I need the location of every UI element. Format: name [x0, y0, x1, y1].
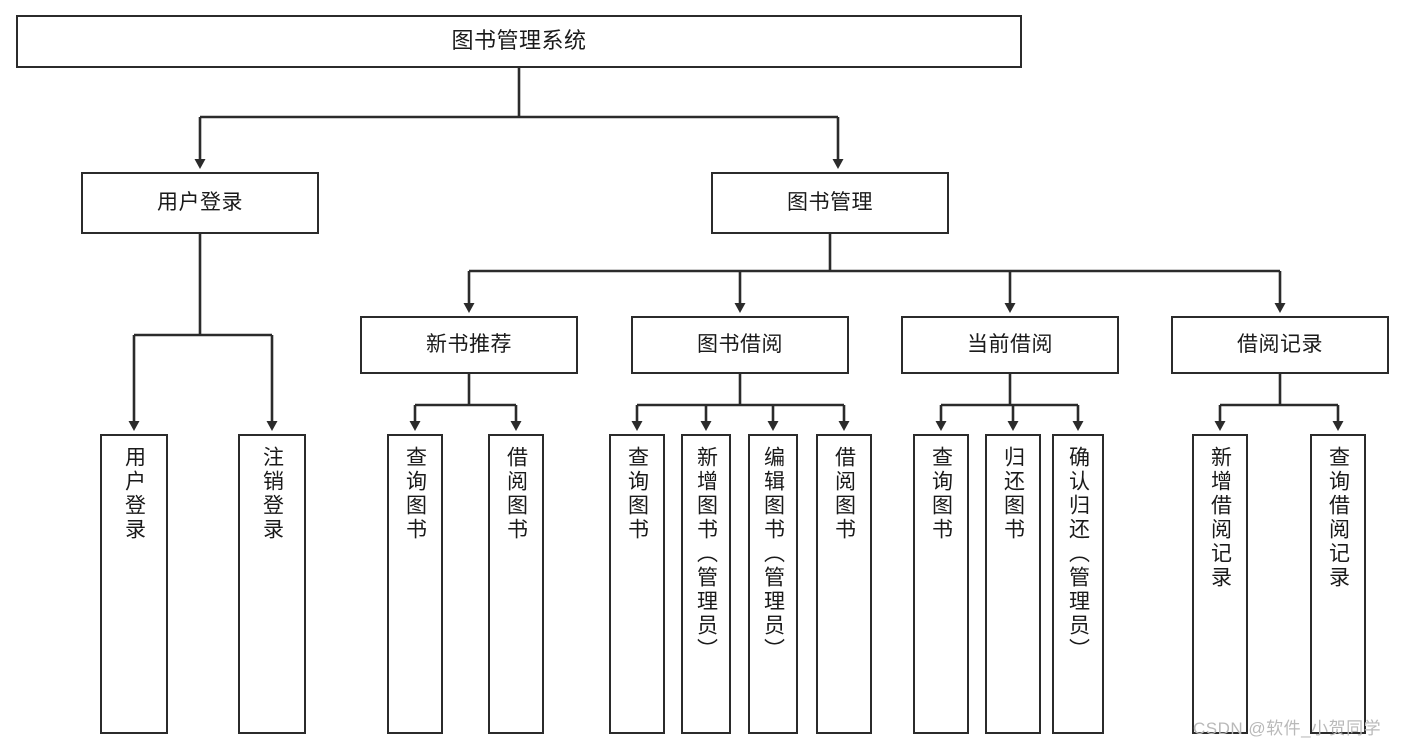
- node-book-borrow[interactable]: 图书借阅: [631, 316, 849, 374]
- node-root[interactable]: 图书管理系统: [16, 15, 1022, 68]
- node-leaf-query-book-3-label: 查询图书: [929, 446, 953, 542]
- node-leaf-add-record-label: 新增借阅记录: [1208, 446, 1232, 590]
- node-leaf-add-book[interactable]: 新增图书（管理员）: [681, 434, 731, 734]
- node-leaf-query-book-1[interactable]: 查询图书: [387, 434, 443, 734]
- node-current-borrow-label: 当前借阅: [967, 333, 1053, 357]
- node-book-manage-label: 图书管理: [787, 191, 873, 215]
- node-leaf-query-record-label: 查询借阅记录: [1326, 446, 1350, 590]
- node-root-label: 图书管理系统: [451, 28, 587, 54]
- node-leaf-query-record[interactable]: 查询借阅记录: [1310, 434, 1366, 734]
- node-leaf-borrow-book-1-label: 借阅图书: [504, 446, 528, 542]
- node-leaf-edit-book[interactable]: 编辑图书（管理员）: [748, 434, 798, 734]
- node-leaf-user-login-label: 用户登录: [122, 446, 146, 542]
- node-borrow-record-label: 借阅记录: [1237, 333, 1323, 357]
- node-user-login-label: 用户登录: [157, 191, 243, 215]
- node-leaf-borrow-book-2[interactable]: 借阅图书: [816, 434, 872, 734]
- node-book-borrow-label: 图书借阅: [697, 333, 783, 357]
- node-new-book-rec[interactable]: 新书推荐: [360, 316, 578, 374]
- node-borrow-record[interactable]: 借阅记录: [1171, 316, 1389, 374]
- node-leaf-add-book-label: 新增图书（管理员）: [694, 446, 718, 662]
- node-leaf-query-book-2-label: 查询图书: [625, 446, 649, 542]
- node-user-login[interactable]: 用户登录: [81, 172, 319, 234]
- node-leaf-confirm-return-label: 确认归还（管理员）: [1066, 446, 1090, 662]
- csdn-watermark: CSDN @软件_小贺同学: [1193, 719, 1382, 738]
- node-leaf-borrow-book-1[interactable]: 借阅图书: [488, 434, 544, 734]
- node-leaf-edit-book-label: 编辑图书（管理员）: [761, 446, 785, 662]
- node-leaf-query-book-2[interactable]: 查询图书: [609, 434, 665, 734]
- node-book-manage[interactable]: 图书管理: [711, 172, 949, 234]
- node-current-borrow[interactable]: 当前借阅: [901, 316, 1119, 374]
- node-new-book-rec-label: 新书推荐: [426, 333, 512, 357]
- node-leaf-logout[interactable]: 注销登录: [238, 434, 306, 734]
- node-leaf-confirm-return[interactable]: 确认归还（管理员）: [1052, 434, 1104, 734]
- node-leaf-user-login[interactable]: 用户登录: [100, 434, 168, 734]
- node-leaf-query-book-3[interactable]: 查询图书: [913, 434, 969, 734]
- node-leaf-return-book-label: 归还图书: [1001, 446, 1025, 542]
- node-leaf-query-book-1-label: 查询图书: [403, 446, 427, 542]
- node-leaf-add-record[interactable]: 新增借阅记录: [1192, 434, 1248, 734]
- node-leaf-return-book[interactable]: 归还图书: [985, 434, 1041, 734]
- node-leaf-borrow-book-2-label: 借阅图书: [832, 446, 856, 542]
- node-leaf-logout-label: 注销登录: [260, 446, 284, 542]
